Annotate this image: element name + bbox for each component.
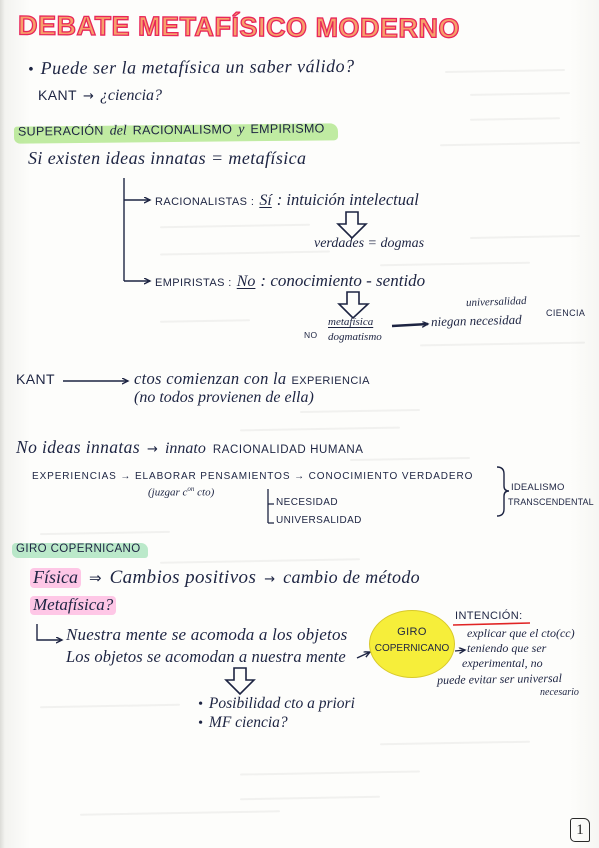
racionalistas-detail: : intuición intelectual: [276, 190, 419, 209]
heading-word: RACIONALISMO: [132, 122, 233, 138]
universalidad-item: UNIVERSALIDAD: [276, 515, 362, 526]
intencion-label: INTENCIÓN:: [455, 610, 523, 622]
experiencia-word: EXPERIENCIA: [291, 375, 370, 387]
ciencia-label: CIENCIA: [546, 308, 586, 318]
racionalistas-label: RACIONALISTAS :: [155, 196, 255, 208]
bullet: •: [27, 61, 34, 79]
bullet: •: [198, 716, 203, 731]
juzgar-text: (juzgar c: [148, 486, 188, 499]
section-heading-giro: GIRO COPERNICANO: [16, 543, 141, 555]
innatismo-line: No ideas innatas → innato RACIONALIDAD H…: [16, 437, 364, 458]
arrow-icon: →: [147, 442, 158, 457]
kant-experience-line: ctos comienzan con la EXPERIENCIA: [134, 369, 370, 388]
idealismo-label: IDEALISMO: [511, 482, 565, 493]
page-title: DEBATE METAFÍSICO MODERNO: [17, 10, 461, 44]
kant-heading: KANT: [16, 371, 55, 387]
section-heading-superacion: SUPERACIÓN del RACIONALISMO y EMPIRISMO: [18, 121, 325, 140]
hollow-down-arrow-icon: [224, 667, 256, 696]
bullet: •: [198, 697, 203, 712]
page-number: 1: [570, 818, 590, 842]
dogmatismo-word: dogmatismo: [328, 331, 382, 343]
circle-label-line-2: COPERNICANO: [374, 643, 450, 654]
to-circle-arrow-icon: [356, 652, 370, 659]
cyan-highlight: [12, 543, 148, 558]
innatismo-text: No ideas innatas: [16, 437, 141, 457]
hollow-down-arrow-icon: [337, 291, 371, 320]
kant-question: ¿ciencia?: [99, 87, 163, 104]
intro-question: Puede ser la metafísica un saber válido?: [40, 55, 355, 79]
heading-word: EMPIRISMO: [250, 121, 325, 137]
heading-word: SUPERACIÓN: [17, 123, 104, 139]
kant-label: KANT: [38, 87, 77, 103]
kant-text: ctos comienzan con la: [134, 369, 287, 388]
empiristas-answer: No: [236, 273, 256, 290]
bullet-item: • Posibilidad cto a priori: [198, 695, 355, 712]
empiristas-label: EMPIRISTAS :: [155, 277, 232, 289]
intencion-line: explicar que el cto(cc): [467, 626, 575, 640]
intencion-underline: [452, 622, 531, 626]
circle-label-line-1: GIRO: [397, 626, 427, 638]
knowledge-chain: EXPERIENCIAS → ELABORAR PENSAMIENTOS → C…: [32, 471, 474, 482]
premise-line: Si existen ideas innatas = metafísica: [28, 148, 307, 168]
empiristas-line: EMPIRISTAS : No : conocimiento - sentido: [155, 271, 426, 291]
niegan-necesidad: niegan necesidad: [430, 311, 522, 330]
racionalidad-humana: RACIONALIDAD HUMANA: [212, 444, 364, 456]
empiristas-detail: : conocimiento - sentido: [260, 271, 426, 290]
intencion-line: teniendo que ser: [467, 641, 547, 655]
arrow-icon: →: [82, 89, 94, 104]
necesidad-item: NECESIDAD: [276, 497, 338, 508]
necesidad-bracket: [267, 489, 274, 524]
to-intencion-arrow-icon: [454, 650, 465, 651]
niegan-arrow-icon: [391, 324, 428, 326]
mente-objetos-line: Nuestra mente se acomoda a los objetos: [66, 625, 348, 644]
cambio-metodo: cambio de método: [283, 567, 420, 587]
heading-word: y: [238, 122, 245, 138]
arrow-icon: →: [264, 572, 276, 587]
racionalistas-answer: Sí: [259, 192, 272, 209]
no-label: NO: [304, 330, 318, 340]
intencion-line: puede evitar ser universal: [436, 670, 563, 688]
implies-arrow-icon: ⇒: [89, 569, 102, 587]
heading-word: del: [109, 123, 127, 139]
cambios-positivos: Cambios positivos: [109, 567, 257, 588]
bullet-text: Posibilidad cto a priori: [208, 695, 355, 712]
metafisica-word: metafísica: [328, 316, 374, 328]
racionalistas-result: verdades = dogmas: [314, 236, 425, 251]
kant-question-line: KANT → ¿ciencia?: [38, 87, 162, 105]
fisica-word: Física: [30, 567, 81, 588]
juzgar-text-end: cto): [194, 486, 215, 499]
kant-note: (no todos provienen de ella): [134, 389, 314, 406]
juzgar-superscript: on: [187, 485, 195, 493]
objetos-mente-line: Los objetos se acomodan a nuestra mente: [66, 647, 346, 666]
intencion-line: experimental, no: [462, 656, 543, 670]
bullet-text: MF ciencia?: [208, 714, 288, 731]
racionalistas-line: RACIONALISTAS : Sí : intuición intelectu…: [155, 190, 419, 210]
intro-question-line: • Puede ser la metafísica un saber válid…: [27, 55, 355, 79]
juzgar-note: (juzgar con cto): [148, 485, 215, 499]
metafisica-question: Metafísica?: [30, 595, 117, 615]
transcendental-label: TRANSCENDENTAL: [508, 497, 594, 507]
universalidad-word: universalidad: [465, 294, 527, 310]
corner-arrow-icon: [36, 624, 62, 640]
innato-word: innato: [164, 440, 206, 457]
curly-brace-icon: [496, 466, 510, 517]
giro-copernicano-circle: GIRO COPERNICANO: [369, 610, 455, 678]
intencion-line: necesario: [540, 687, 579, 698]
bullet-item: • MF ciencia?: [198, 714, 288, 731]
fisica-line: Física ⇒ Cambios positivos → cambio de m…: [30, 567, 420, 589]
hollow-down-arrow-icon: [336, 211, 368, 240]
